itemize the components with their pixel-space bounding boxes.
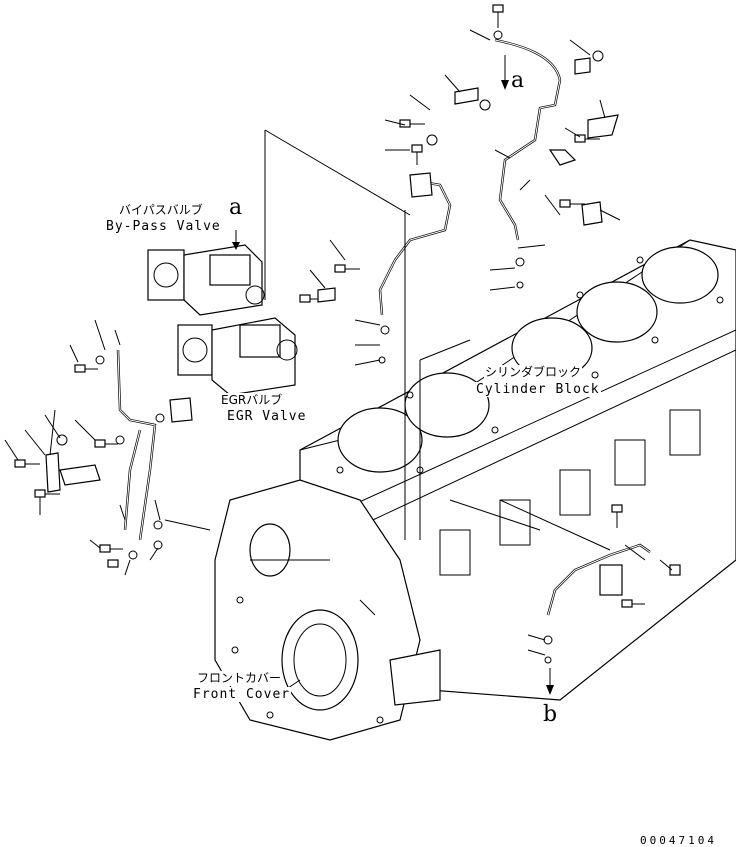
cylinder-block-label-jp: シリンダブロック <box>484 365 583 380</box>
bypass-valve-label-en: By-Pass Valve <box>105 219 222 234</box>
reference-a-top: a <box>511 68 525 93</box>
figure-number: 00047104 <box>640 834 717 847</box>
reference-a-left: a <box>229 195 243 220</box>
egr-valve-label-en: EGR Valve <box>226 409 308 424</box>
egr-valve-label-jp: EGRバルブ <box>220 393 284 408</box>
egr-valve <box>177 317 298 396</box>
leader-lines <box>4 29 673 691</box>
arrow-b-bottom <box>546 668 554 695</box>
bypass-valve <box>147 230 265 316</box>
bypass-valve-label-jp: バイパスバルブ <box>118 203 204 218</box>
hardware-bolts <box>14 4 681 664</box>
cylinder-block <box>299 239 736 701</box>
lower-left-pipe <box>116 349 157 541</box>
cylinder-block-label-en: Cylinder Block <box>475 382 601 397</box>
reference-b-bottom: b <box>543 702 558 727</box>
arrow-a-top <box>501 55 509 90</box>
lower-right-pipe <box>546 543 651 616</box>
upper-pipe <box>378 38 562 316</box>
front-cover-label-en: Front Cover <box>192 687 292 702</box>
front-cover-label-jp: フロントカバー <box>196 671 283 686</box>
